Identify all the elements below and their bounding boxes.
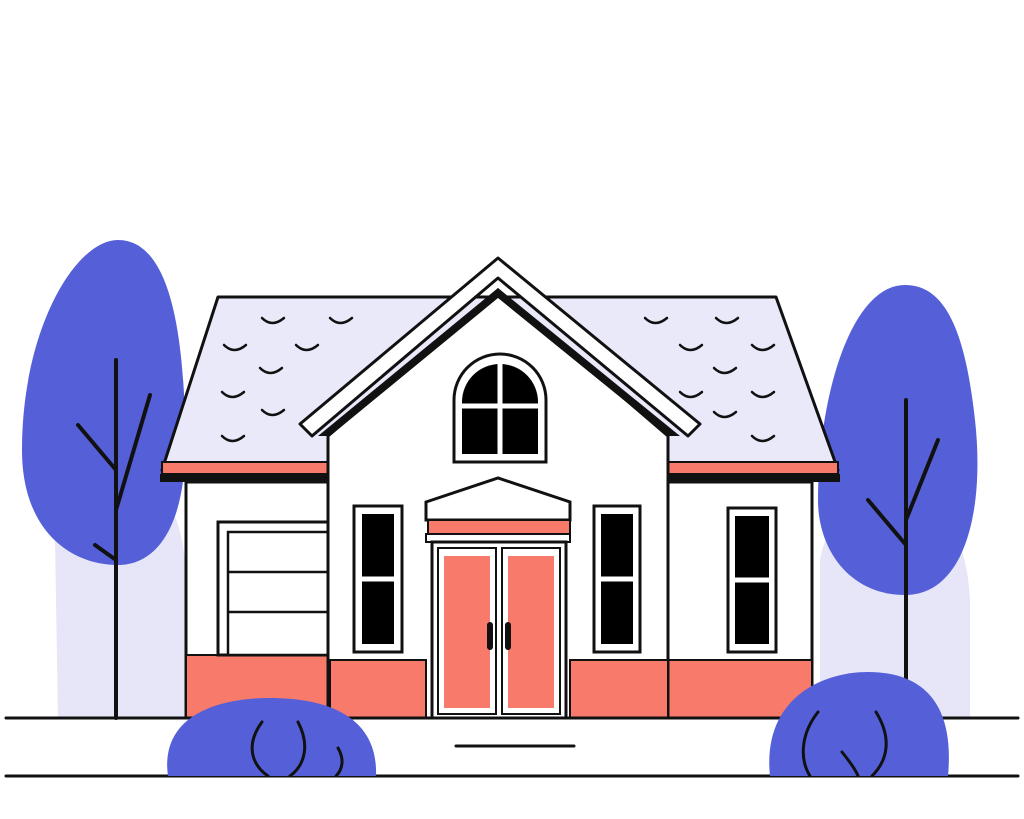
tree-right — [818, 285, 978, 692]
door-handle-left — [487, 622, 493, 650]
window-left — [352, 504, 404, 654]
arched-window — [452, 352, 548, 464]
window-right — [726, 506, 778, 654]
tree-left — [22, 240, 186, 720]
window-center-right — [592, 504, 642, 654]
door-handle-right — [505, 622, 511, 650]
bush-right — [769, 672, 949, 778]
bush-left — [167, 698, 377, 778]
garage-door — [216, 520, 330, 657]
front-door — [430, 540, 568, 720]
shingles — [220, 316, 776, 443]
